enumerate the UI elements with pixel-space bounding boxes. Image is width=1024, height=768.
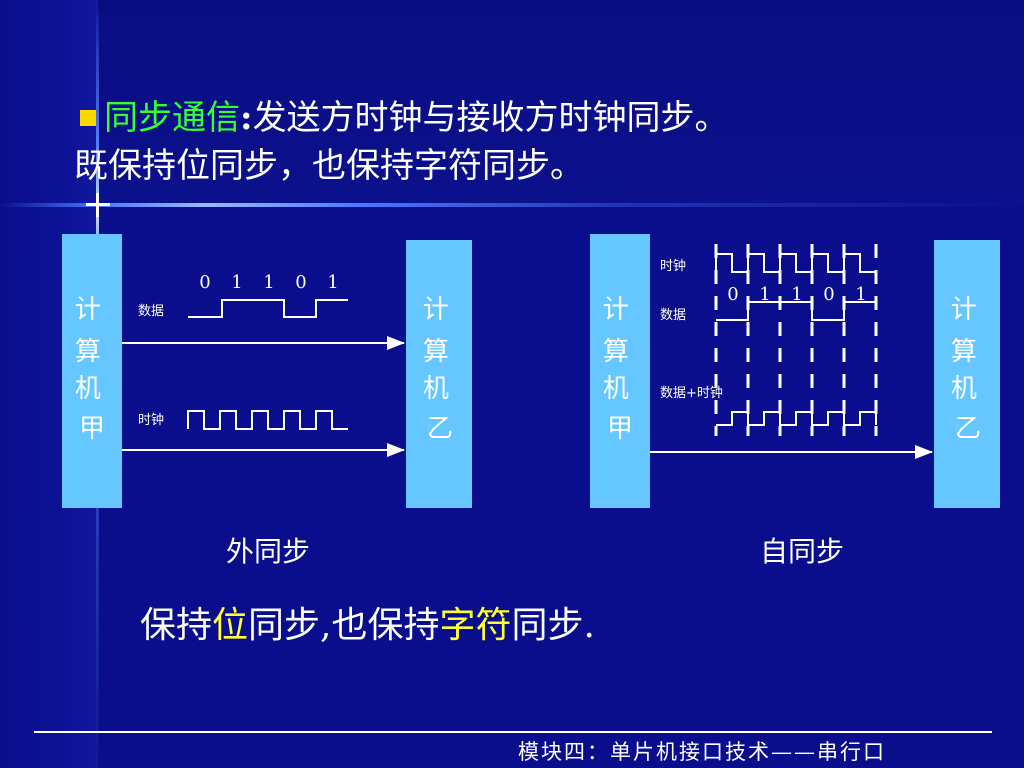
box-sender-right-char: 计 — [603, 295, 629, 325]
box-receiver-left-char: 乙 — [427, 414, 453, 444]
box-receiver-right-char: 计 — [951, 295, 977, 325]
bullet-square-icon — [80, 110, 96, 126]
external-data-waveform — [188, 299, 348, 318]
box-receiver-right-label: 计 算 机 乙 — [951, 295, 985, 444]
box-receiver-right-char: 算 — [951, 337, 977, 367]
self-combined-waveform — [716, 411, 877, 426]
box-sender-right — [590, 234, 650, 508]
self-sync-caption: 自同步 — [760, 535, 845, 568]
box-sender-right-char: 机 — [603, 374, 629, 404]
footer-text: 模块四：单片机接口技术——串行口 — [518, 740, 886, 764]
box-sender-left-label: 计 算 机 甲 — [75, 295, 109, 444]
slide-title: 同步通信:发送方时钟与接收方时钟同步。 既保持位同步，也保持字符同步。 — [74, 94, 974, 190]
summary-text: 保持位同步,也保持字符同步. — [140, 596, 595, 648]
external-bit-label: 1 — [231, 272, 242, 293]
self-bit-label: 1 — [855, 284, 866, 305]
self-bit-label: 1 — [791, 284, 802, 305]
box-receiver-left-label: 计 算 机 乙 — [423, 295, 457, 444]
title-colon: : — [240, 98, 253, 138]
box-receiver-right-char: 乙 — [955, 414, 981, 444]
footer-divider — [34, 731, 992, 733]
box-receiver-left-char: 计 — [423, 295, 449, 325]
summary-part: 保持 — [140, 605, 213, 646]
summary-part: 同步. — [511, 605, 595, 646]
external-bit-label: 1 — [263, 272, 274, 293]
decor-cross — [96, 193, 99, 217]
box-sender-left — [62, 234, 122, 508]
self-clock-waveform — [715, 253, 876, 273]
box-sender-left-char: 算 — [75, 337, 101, 367]
self-bit-label: 0 — [727, 284, 738, 305]
box-sender-left-char: 计 — [75, 295, 101, 325]
summary-part: 同步,也保持 — [248, 605, 440, 646]
box-sender-right-char: 甲 — [607, 414, 633, 444]
box-sender-right-char: 算 — [603, 337, 629, 367]
box-sender-left-char: 机 — [75, 374, 101, 404]
self-data-label: 数据 — [660, 308, 686, 323]
external-clock-label: 时钟 — [138, 412, 164, 428]
box-receiver-left-char: 机 — [423, 374, 449, 404]
title-line2: 既保持位同步，也保持字符同步。 — [74, 146, 584, 186]
external-bit-label: 0 — [295, 272, 306, 293]
decor-horizontal-line — [0, 203, 1024, 207]
box-receiver-left — [406, 240, 472, 508]
box-receiver-left-char: 算 — [423, 337, 449, 367]
title-term: 同步通信 — [104, 98, 240, 138]
title-line1: 发送方时钟与接收方时钟同步。 — [252, 98, 729, 138]
box-receiver-right — [934, 240, 1000, 508]
box-receiver-right-char: 机 — [951, 374, 977, 404]
self-combined-label: 数据+时钟 — [660, 385, 723, 401]
box-sender-right-label: 计 算 机 甲 — [603, 295, 637, 444]
external-clock-waveform — [187, 410, 348, 430]
header-band — [0, 0, 1024, 205]
box-sender-left-char: 甲 — [79, 414, 105, 444]
summary-highlight-bit: 位 — [212, 605, 249, 646]
self-bit-label: 0 — [823, 284, 834, 305]
external-bit-label: 1 — [327, 272, 338, 293]
summary-highlight-char: 字符 — [439, 605, 512, 646]
self-clock-label: 时钟 — [660, 258, 686, 274]
self-bit-label: 1 — [759, 284, 770, 305]
external-bit-label: 0 — [199, 272, 210, 293]
self-sync-dashes — [714, 244, 878, 436]
external-sync-caption: 外同步 — [226, 535, 311, 568]
external-data-label: 数据 — [138, 304, 164, 319]
